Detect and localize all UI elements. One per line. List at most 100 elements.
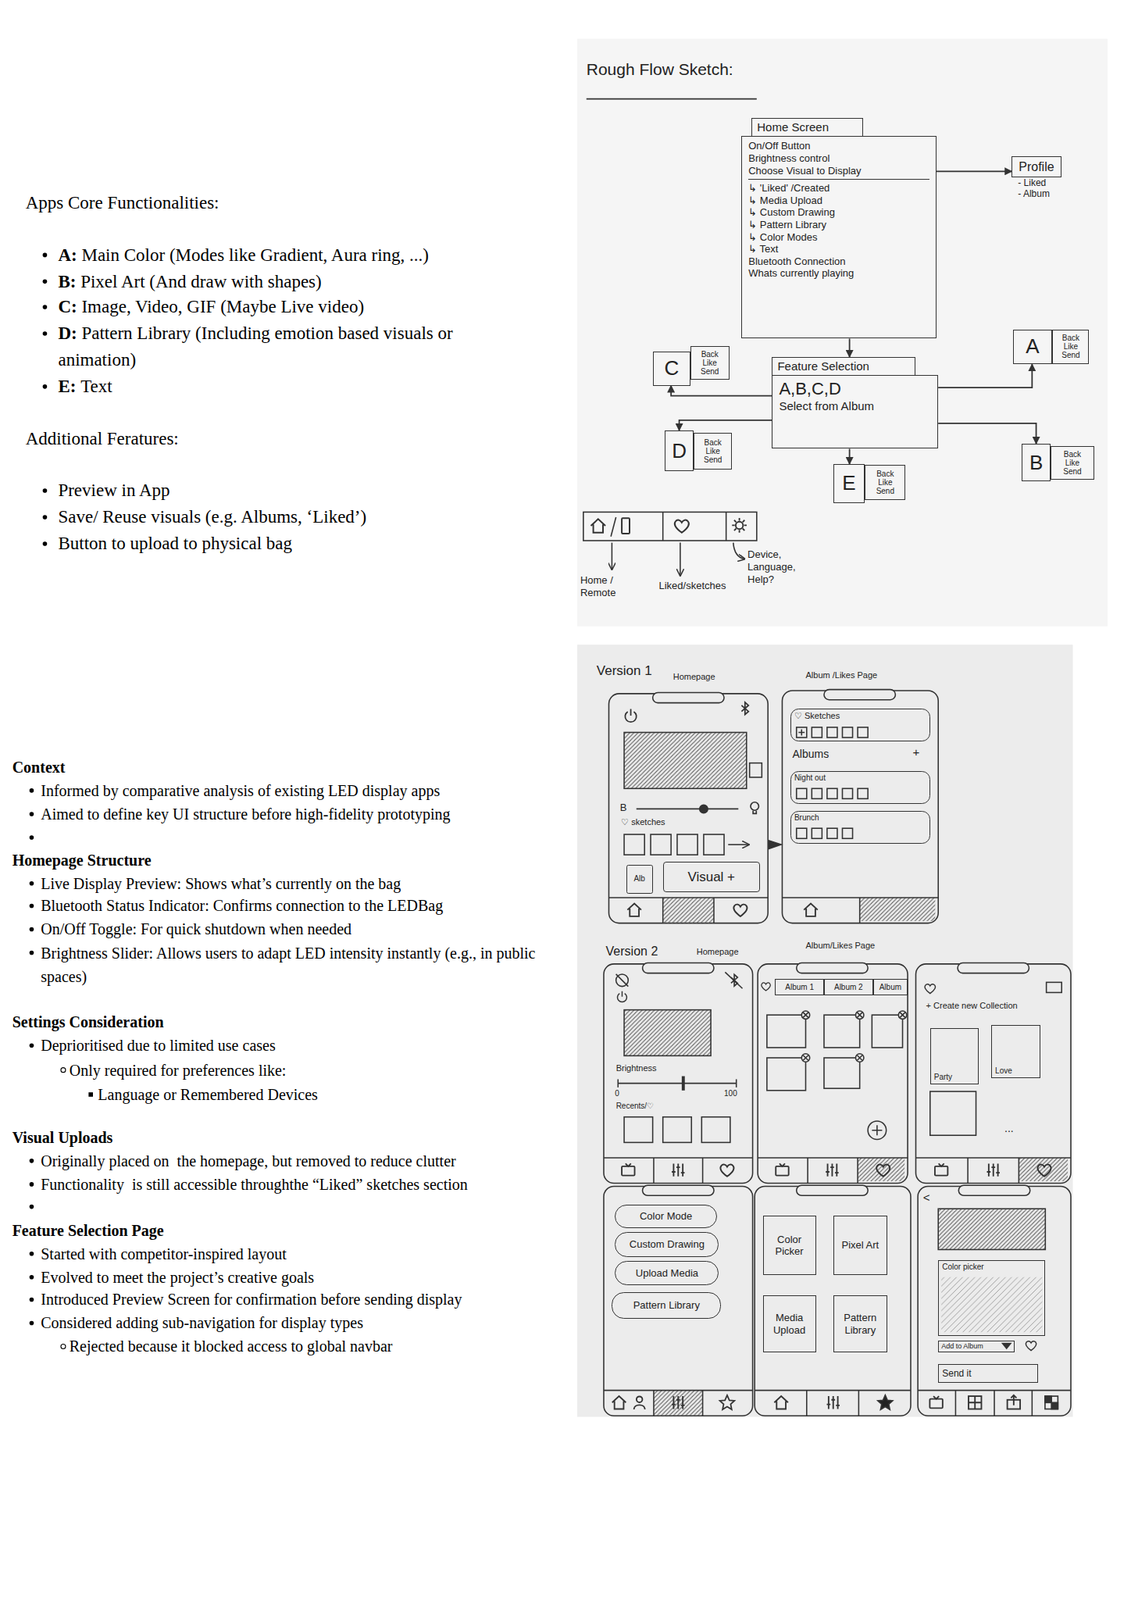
- sketch-use: [733, 904, 747, 917]
- sketch-label: 0: [614, 1088, 620, 1099]
- feature-tile: Pattern Library: [833, 1295, 888, 1353]
- node-text: On/Off Button: [748, 139, 929, 153]
- bullet: [29, 1204, 35, 1210]
- sketch-rect: [603, 963, 753, 1184]
- bullet-disc: [42, 541, 48, 546]
- text-line: C:Image, Video, GIF (Maybe Live video): [57, 293, 364, 320]
- sketch-use: [624, 709, 636, 723]
- bullet: [29, 811, 35, 817]
- text-line: Introduced Preview Screen for confirmati…: [40, 1287, 462, 1311]
- bullet-disc: [42, 514, 48, 520]
- collection-tile: Love: [991, 1024, 1041, 1078]
- sketch-path: [610, 517, 617, 537]
- sketch-use: [987, 1163, 1000, 1176]
- sketch-label: Albums: [792, 747, 830, 761]
- node-title: D: [671, 438, 687, 464]
- text-line: Settings Consideration: [12, 1009, 165, 1034]
- text-line: Language or Remembered Devices: [97, 1082, 318, 1107]
- node-text: Like: [1065, 458, 1080, 468]
- sketch-rect: [608, 693, 768, 924]
- sketch-rect: [871, 1014, 903, 1048]
- sketch-use: [775, 1163, 789, 1175]
- sketch-use: [612, 1395, 627, 1409]
- box-notes: - Liked- Album: [1017, 177, 1085, 200]
- bullet-circle: [60, 1343, 66, 1349]
- sketch-line: [603, 1156, 753, 1159]
- bullet: [29, 1158, 35, 1164]
- sketch-line: [757, 1156, 908, 1159]
- node-title: Back: [1063, 449, 1082, 459]
- bullet-disc: [29, 788, 35, 793]
- sketch-use: [720, 1395, 735, 1410]
- flow-connector: [849, 448, 851, 464]
- node-title: Pattern Library: [633, 1298, 700, 1312]
- node-title: Profile: [1018, 159, 1054, 175]
- sketch-rect: [842, 788, 853, 799]
- sketch-line: [617, 1082, 736, 1085]
- display-type-box: E: [833, 463, 865, 504]
- node-text: Send: [876, 486, 895, 496]
- sketch-use: [720, 1164, 734, 1177]
- bullet: [29, 1297, 35, 1303]
- sketch-line: [603, 1389, 753, 1392]
- sketch-rect: [941, 1277, 1042, 1333]
- sketch-rect: [827, 727, 838, 738]
- sketch-line: [608, 896, 768, 899]
- sketch-rect: [767, 1057, 807, 1091]
- caption-box: Profile: [1011, 156, 1061, 178]
- sketch-label: Rough Flow Sketch:: [586, 59, 734, 79]
- text-line: Brightness Slider: Allows users to adapt…: [40, 941, 553, 989]
- bullet: [29, 927, 35, 932]
- action-panel: BackLikeSend: [690, 346, 730, 380]
- text-line: B:Pixel Art (And draw with shapes): [57, 268, 322, 295]
- sketch-line: [1031, 1390, 1034, 1417]
- node-title: Pattern Library: [837, 1311, 884, 1336]
- flow-sketch-panel: [577, 39, 1108, 627]
- bullet-square: [88, 1091, 93, 1097]
- bullet-disc: [29, 903, 35, 909]
- phone-wireframe: [608, 692, 782, 924]
- bullet: [60, 1067, 66, 1073]
- sketch-rect: [811, 788, 822, 799]
- bullet: [29, 903, 35, 909]
- sketch-rect: [796, 963, 868, 974]
- item-key: D:: [57, 323, 77, 343]
- sketch-path: [856, 1012, 863, 1018]
- sketch-rect: [663, 1116, 693, 1143]
- body-text: On/Off Toggle: For quick shutdown when n…: [40, 920, 352, 938]
- body-text: Pixel Art (And draw with shapes): [80, 271, 322, 292]
- sketch-use: [1045, 1395, 1058, 1409]
- section-heading: Homepage Structure: [12, 851, 152, 869]
- bullet: [88, 1091, 93, 1097]
- sketch-use: [674, 520, 689, 533]
- phone-wireframe: [781, 689, 939, 924]
- sketch-line: [966, 1157, 969, 1184]
- sketch-line: [916, 1156, 1071, 1159]
- sketch-rect: [652, 692, 725, 703]
- feature-pill: Pattern Library: [611, 1291, 721, 1319]
- bullet-disc: [29, 1320, 35, 1326]
- bullet: [29, 1181, 35, 1187]
- text-line: Started with competitor-inspired layout: [40, 1241, 287, 1266]
- sketch-rect: [930, 1091, 977, 1135]
- sketch-circle: [801, 1010, 810, 1019]
- collection-row: ♡ Sketches: [790, 708, 931, 742]
- text-line: E:Text: [57, 373, 112, 400]
- sketch-use: [825, 1163, 839, 1176]
- text-line: Informed by comparative analysis of exis…: [40, 778, 440, 803]
- node-title: Back: [1062, 333, 1080, 343]
- node-text: Send: [1061, 350, 1080, 360]
- action-panel: BackLikeSend: [693, 432, 733, 470]
- sketch-label: Brightness: [616, 1063, 657, 1074]
- sketch-label: Device, Language, Help?: [747, 548, 811, 586]
- sketch-rect: [842, 727, 853, 738]
- sketch-circle: [699, 804, 708, 813]
- node-title: Album 2: [834, 982, 864, 992]
- bullet: [42, 541, 48, 546]
- sketch-rect: [957, 963, 1029, 974]
- sketch-use: [934, 1163, 948, 1175]
- sketch-path: [679, 542, 682, 576]
- sketch-label: B: [620, 801, 628, 814]
- text-line: Originally placed on the homepage, but r…: [40, 1148, 456, 1173]
